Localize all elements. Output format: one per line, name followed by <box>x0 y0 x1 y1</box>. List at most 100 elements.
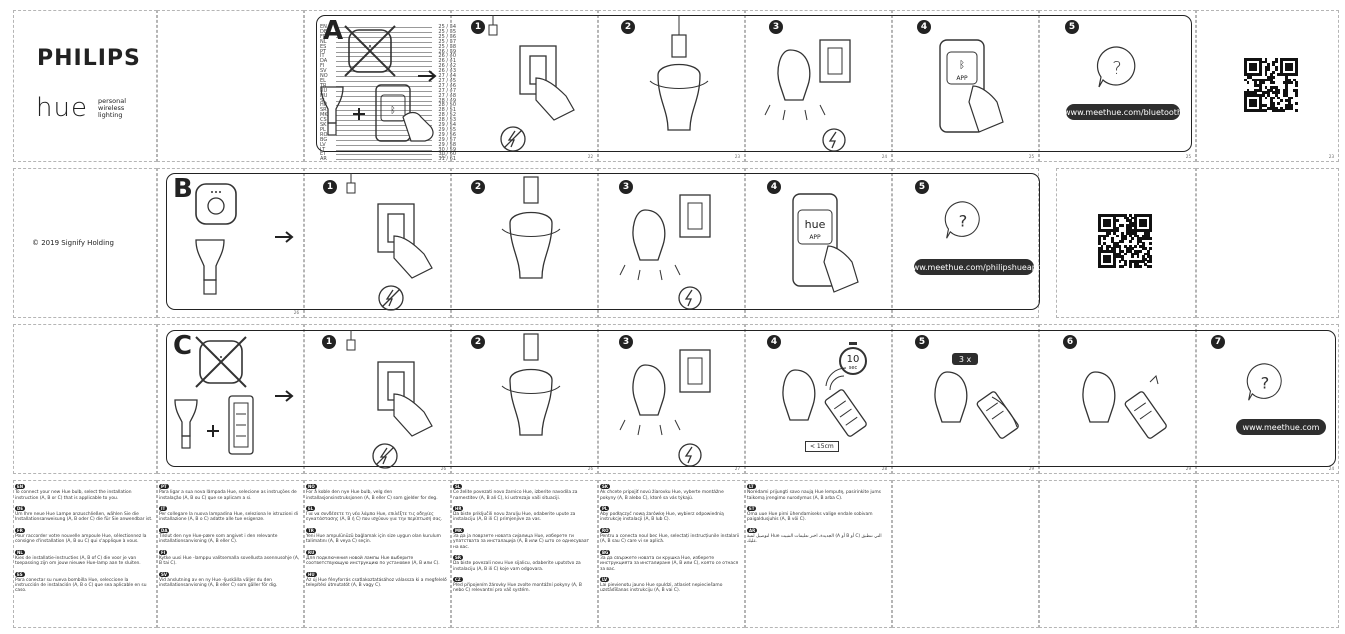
language-page: 25 / 35 <box>438 28 456 35</box>
bulb-screw-icon <box>501 176 561 279</box>
instruction-text: Kies de installatie-instructies (A, B of… <box>15 555 141 567</box>
language-code: RO <box>320 131 328 138</box>
step-number: 2 <box>471 180 485 194</box>
language-badge: AR <box>747 527 758 534</box>
instructions-cell <box>1196 480 1339 628</box>
step-number: 1 <box>471 20 485 34</box>
instruction-text: Da biste priključili novu žarulju Hue, o… <box>453 512 576 523</box>
bulb-screw-icon <box>649 15 709 131</box>
instruction-text: Para ligar a sua nova lâmpada Hue, selec… <box>159 490 297 501</box>
qr-code <box>1244 58 1299 113</box>
power-on-icon <box>822 128 846 152</box>
svg-text:?: ? <box>959 211 968 230</box>
power-on-icon <box>678 443 702 467</box>
instruction-text: لتوصيل لمبة Hue الجديدة، اختر تعليمات ال… <box>747 534 882 545</box>
language-page: 27 / 46 <box>438 82 456 89</box>
bulb-icon <box>320 86 344 136</box>
repeat-count-badge: 3 x <box>952 353 978 365</box>
language-page: 25 / 38 <box>438 43 456 50</box>
instruction-text: Um Ihre neue Hue Lampe anzuschließen, wä… <box>15 512 153 523</box>
panel-b: B <box>166 173 1040 310</box>
step-number: 7 <box>1211 335 1225 349</box>
step-number: 1 <box>322 335 336 349</box>
language-badge: RU <box>306 549 317 555</box>
language-page: 26 / 42 <box>438 63 456 70</box>
instruction-text: Před připojením žárovky Hue zvolte montá… <box>453 583 582 594</box>
step-number: 2 <box>471 335 485 349</box>
language-badge: LT <box>747 484 756 490</box>
step-number: 4 <box>917 20 931 34</box>
panel-letter: C <box>173 331 193 361</box>
instructions-cell <box>745 480 892 628</box>
support-url-link[interactable]: www.meethue.com <box>1236 419 1326 435</box>
language-page: 30 / 60 <box>438 151 456 158</box>
blank-cell <box>1196 168 1339 318</box>
language-page: 29 / 58 <box>438 141 456 148</box>
svg-text:ᛒ: ᛒ <box>959 60 965 71</box>
question-bubble-icon: ? <box>944 201 980 239</box>
language-badge: IT <box>159 505 168 512</box>
bulb-reset-dimmer-icon <box>782 367 867 437</box>
power-off-icon <box>378 285 404 311</box>
instruction-text: Para conectar su nueva bombilla Hue, sel… <box>15 577 147 594</box>
arrow-right-icon <box>418 70 437 82</box>
support-url-link[interactable]: www.meethue.com/bluetooth <box>1064 104 1182 120</box>
language-code: EL <box>320 77 326 84</box>
language-code: HR <box>320 102 328 109</box>
language-page: 27 / 48 <box>438 92 456 99</box>
language-code: RU <box>320 87 328 94</box>
instruction-text: Per collegare la nuova lampadina Hue, se… <box>159 512 299 523</box>
lamp-socket-icon <box>346 330 356 351</box>
step-cell: 22 <box>304 10 451 162</box>
language-badge: LV <box>600 576 610 583</box>
blank-cell <box>13 324 157 474</box>
svg-text:sec: sec <box>849 365 858 371</box>
language-page: 28 / 50 <box>438 102 456 109</box>
language-page: 26 / 43 <box>438 68 456 75</box>
instruction-text: Pentru a conecta noul bec Hue, selectați… <box>600 534 740 545</box>
bulb-lit-switch-icon <box>619 349 711 436</box>
language-badge: TR <box>306 527 316 534</box>
language-page: 28 / 49 <box>438 97 456 104</box>
bulb-dimmer-press-icon <box>934 371 1019 439</box>
svg-text:?: ? <box>1112 58 1122 79</box>
step-cell <box>598 168 745 318</box>
language-code: EN <box>320 24 327 30</box>
step-cell <box>304 168 451 318</box>
language-badge: BG <box>600 549 611 555</box>
question-bubble-icon: ? <box>1096 46 1136 88</box>
step-cell: 29 <box>892 324 1039 474</box>
language-badge: HR <box>453 505 464 512</box>
language-page: 27 / 45 <box>438 77 456 84</box>
qr-code <box>1098 214 1153 269</box>
instruction-text: За да свържете новата си крушка Hue, изб… <box>600 555 739 572</box>
instruction-text: Pour raccorder votre nouvelle ampoule Hu… <box>15 534 147 545</box>
copyright-text: © 2019 Signify Holding <box>32 239 114 247</box>
language-code: NO <box>320 73 328 79</box>
bulb-screw-icon <box>501 333 561 436</box>
language-page: 31 / 61 <box>438 156 456 163</box>
support-url-link[interactable]: www.meethue.com/philipshueapp <box>906 259 1042 275</box>
language-page: 29 / 57 <box>438 136 456 143</box>
